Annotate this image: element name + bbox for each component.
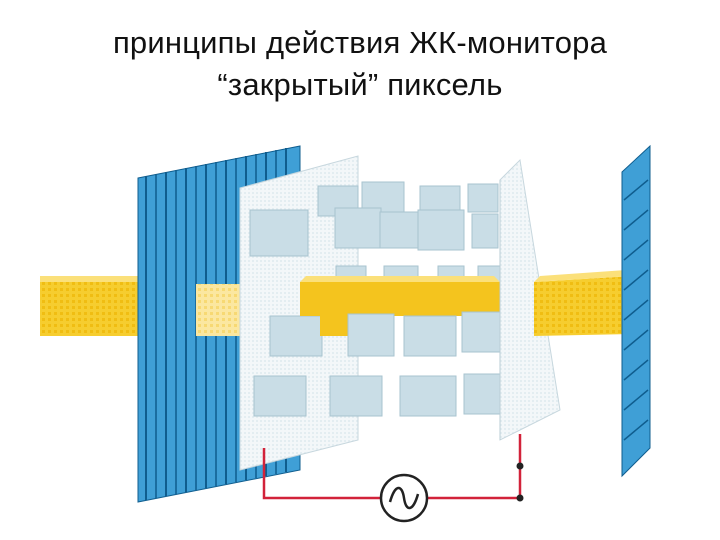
glass-panel-back [239,155,359,471]
page-title: принципы действия ЖК-монитора “закрытый”… [0,22,720,106]
light-beam-right [534,270,632,336]
title-line-2: “закрытый” пиксель [217,67,503,102]
light-beam-inside-cell [300,276,500,336]
circuit-node-upper [516,462,524,470]
liquid-crystal-cells-lower [329,311,501,417]
liquid-crystal-cells [317,181,501,287]
ac-source-icon [379,473,429,523]
glass-panel-front [499,158,561,441]
polarizer-right [621,144,651,478]
title-line-1: принципы действия ЖК-монитора [112,25,608,60]
circuit-node-lower [516,494,524,502]
light-beam-middle-left [196,284,240,336]
